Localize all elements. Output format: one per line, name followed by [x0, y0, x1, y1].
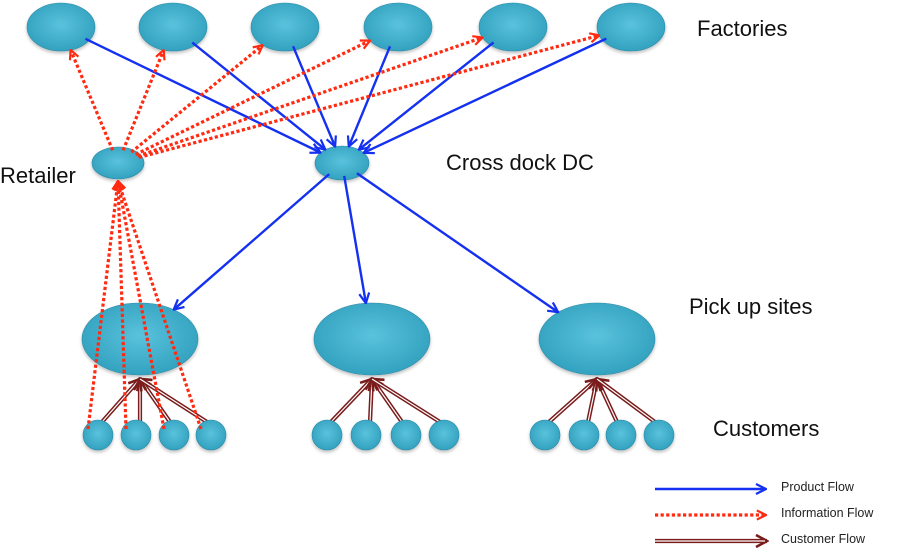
retailer-node — [91, 146, 145, 180]
information-flow-edge — [137, 38, 483, 158]
customer-node — [390, 419, 422, 451]
legend-lines — [655, 489, 767, 541]
customer-node — [195, 419, 227, 451]
pickup-sites-label: Pick up sites — [689, 294, 813, 319]
customer-node — [350, 419, 382, 451]
information-flow-edge — [86, 181, 118, 430]
product-flow-edge — [356, 172, 558, 312]
nodes — [26, 2, 675, 451]
factory-node — [596, 2, 666, 52]
customer-node — [605, 419, 637, 451]
customer-node — [428, 419, 460, 451]
information-flow-edge — [118, 181, 203, 430]
information-flow-edge — [138, 35, 599, 159]
customer-flow-edge — [370, 379, 404, 424]
customer-node — [82, 419, 114, 451]
factories-label: Factories — [697, 16, 788, 41]
customers-label: Customers — [713, 416, 820, 441]
factory-node — [250, 2, 320, 52]
product-flow-edge — [364, 37, 607, 153]
legend-product-flow-label: Product Flow — [781, 480, 854, 494]
legend-information-flow-label: Information Flow — [781, 506, 874, 520]
information-flow-edge — [135, 39, 370, 156]
retailer-label: Retailer — [0, 163, 76, 188]
pickup-site-node — [81, 302, 199, 376]
cross-dock-node — [314, 145, 370, 181]
customer-node — [120, 419, 152, 451]
pickup-site-node — [313, 302, 431, 376]
customer-flow-edge — [100, 379, 140, 424]
customer-flow-edges — [100, 377, 657, 424]
customer-node — [568, 419, 600, 451]
factory-node — [138, 2, 208, 52]
customer-flow-edge — [329, 379, 372, 424]
factory-node — [363, 2, 433, 52]
information-flow-edge — [118, 181, 166, 430]
information-flow-edge — [121, 50, 164, 151]
information-flow-edge — [118, 181, 128, 430]
customer-flow-edge — [370, 379, 372, 423]
cross-dock-label: Cross dock DC — [446, 150, 594, 175]
customer-flow-edge — [597, 377, 657, 424]
customer-flow-edge — [372, 377, 442, 424]
customer-node — [311, 419, 343, 451]
legend-customer-flow-label: Customer Flow — [781, 532, 866, 546]
information-flow-edge — [71, 50, 115, 151]
product-flow-edge — [174, 173, 330, 310]
product-flow-edge — [343, 175, 366, 303]
customer-node — [643, 419, 675, 451]
customer-flow-edge — [140, 377, 209, 424]
information-flow-edge — [130, 45, 262, 154]
factory-node — [26, 2, 96, 52]
customer-flow-edge — [138, 379, 172, 424]
customer-node — [529, 419, 561, 451]
factory-node — [478, 2, 548, 52]
customer-node — [158, 419, 190, 451]
product-flow-edge — [359, 41, 495, 149]
pickup-site-node — [538, 302, 656, 376]
information-flow-edges — [71, 35, 600, 430]
